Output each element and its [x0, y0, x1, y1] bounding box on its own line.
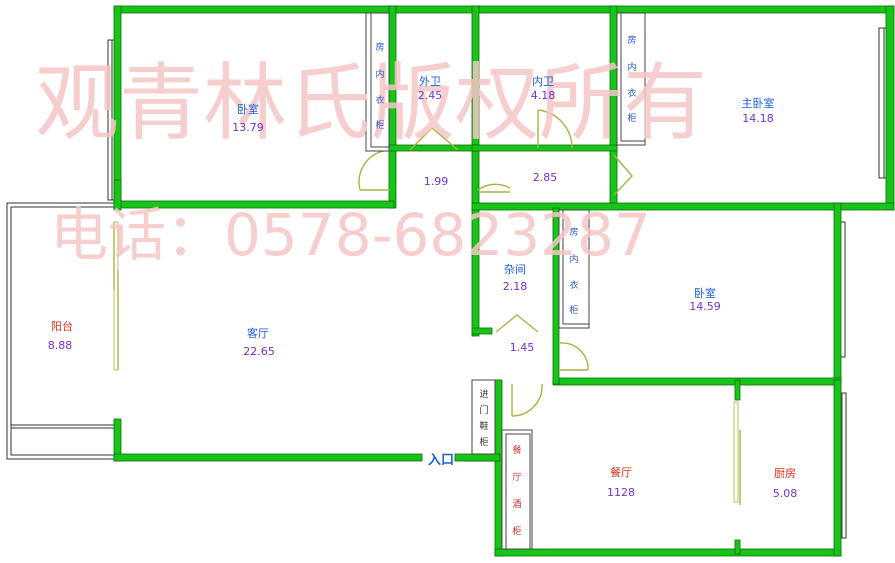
shoe-cabinet-char-4: 柜	[479, 436, 488, 448]
watermark-phone: 电话：0578-6823287	[50, 201, 651, 269]
bedroom-left-area: 13.79	[232, 121, 264, 134]
closet-3-char-3: 衣	[569, 279, 578, 291]
wine-cabinet-char-1: 餐	[512, 444, 521, 456]
master-bath-area: 4.18	[531, 89, 556, 102]
balcony-area: 8.88	[48, 339, 73, 352]
closet-1-char-1: 房	[375, 41, 384, 53]
closet-1-char-3: 衣	[375, 94, 384, 106]
master-bath-name: 内卫	[532, 74, 554, 88]
dining-room-area: 1128	[607, 486, 635, 499]
closet-1-char-2: 内	[375, 68, 384, 80]
living-room-area: 22.65	[243, 345, 275, 358]
dining-room-name: 餐厅	[610, 465, 632, 479]
balcony-name: 阳台	[51, 319, 73, 333]
closet-1-char-4: 柜	[375, 119, 384, 131]
hall-small-area: 1.45	[510, 341, 535, 354]
closet-2-char-2: 内	[627, 61, 636, 73]
guest-bath-area: 2.45	[418, 89, 443, 102]
guest-bath-name: 外卫	[419, 75, 441, 88]
master-bedroom-name: 主卧室	[742, 96, 775, 110]
closet-3-char-1: 房	[569, 226, 578, 238]
closet-2-char-1: 房	[627, 34, 636, 46]
closet-labels: 房 内 衣 柜 房 内 衣 柜 房 内 衣 柜 进 门 鞋 柜 餐 厅 酒 柜	[375, 34, 636, 537]
bedroom-left-name: 卧室	[237, 102, 259, 116]
bedroom-right-area: 14.59	[689, 300, 721, 313]
shoe-cabinet-char-1: 进	[479, 389, 488, 400]
shoe-cabinet-char-3: 鞋	[479, 420, 488, 432]
entrance-label: 入口	[428, 453, 454, 468]
kitchen-name: 厨房	[774, 467, 796, 480]
closet-3-char-4: 柜	[569, 304, 578, 316]
watermark: 观青林氏版权所有 电话：0578-6823287	[35, 54, 707, 269]
wine-cabinet-char-4: 柜	[512, 525, 521, 537]
wine-cabinet-char-3: 酒	[512, 499, 521, 510]
bedroom-right-name: 卧室	[694, 286, 716, 300]
wine-cabinet-char-2: 厅	[512, 472, 521, 483]
hall-left-area: 1.99	[424, 175, 449, 188]
living-room-name: 客厅	[247, 326, 269, 340]
doors	[113, 109, 741, 505]
room-labels: 卧室 13.79 外卫 2.45 内卫 4.18 主卧室 14.18 1.99 …	[48, 74, 798, 500]
closet-2-char-4: 柜	[627, 112, 636, 124]
kitchen-area: 5.08	[773, 487, 798, 500]
cabinets	[365, 12, 646, 550]
closet-3-char-2: 内	[569, 253, 578, 265]
storage-area: 2.18	[503, 280, 528, 293]
closet-2-char-3: 衣	[627, 87, 636, 99]
shoe-cabinet-char-2: 门	[479, 404, 488, 416]
walls	[113, 5, 895, 557]
storage-name: 杂间	[504, 263, 526, 276]
watermark-owner: 观青林氏版权所有	[35, 54, 707, 152]
hall-right-area: 2.85	[533, 171, 558, 184]
master-bedroom-area: 14.18	[742, 112, 774, 125]
